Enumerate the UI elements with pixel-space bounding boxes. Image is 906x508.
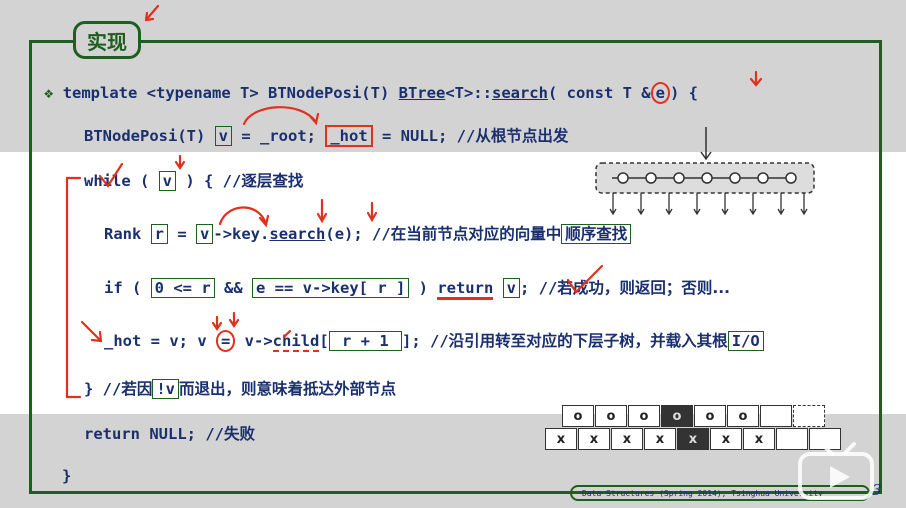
- node-cell: o: [595, 405, 627, 427]
- down-arrow-icon: [700, 127, 712, 161]
- node-cell: o: [562, 405, 594, 427]
- code-line-4: Rank r = v->key.search(e); //在当前节点对应的向量中…: [104, 223, 632, 245]
- index-box: r + 1: [328, 331, 402, 351]
- node-cell: [760, 405, 792, 427]
- cond2-box: e == v->key[ r ]: [252, 278, 410, 298]
- leaf-cell: x: [611, 428, 643, 450]
- leaf-cell: [776, 428, 808, 450]
- param-e: e: [650, 82, 670, 104]
- leaf-cell: x: [644, 428, 676, 450]
- mark-search-arrow: [316, 198, 328, 224]
- node-cell-current: o: [661, 405, 693, 427]
- return-keyword: return: [437, 279, 494, 300]
- internal-node-row: o o o o o o: [562, 405, 826, 427]
- footer-caption: Data Structures (Spring 2014), Tsinghua …: [570, 485, 870, 501]
- band-mid: [0, 152, 906, 414]
- assign-circle: =: [215, 330, 236, 352]
- bullet-icon: ❖: [44, 84, 54, 102]
- page-number: 3: [872, 481, 882, 499]
- var-v-box: v: [196, 224, 214, 244]
- node-chain-diagram: [595, 127, 815, 216]
- mark-while-arrow: [174, 154, 186, 170]
- node-cell: [793, 405, 825, 427]
- node-cell: o: [727, 405, 759, 427]
- slide-title: 实现: [73, 21, 141, 59]
- var-v-box: v: [214, 126, 232, 146]
- code-line-9: }: [62, 467, 72, 485]
- mark-hot-arrow: [80, 320, 103, 343]
- code-line-3: while ( v ) { //逐层查找: [84, 171, 304, 191]
- code-line-5: if ( 0 <= r && e == v->key[ r ] ) return…: [104, 277, 730, 300]
- mark-e-arrow: [749, 70, 763, 87]
- not-v-box: !v: [152, 379, 180, 399]
- cond1-box: 0 <= r: [150, 278, 215, 298]
- mark-bracket: [65, 176, 82, 399]
- mark-while-tick: [98, 162, 124, 188]
- mark-v-to-key: [218, 206, 270, 228]
- code-line-8: return NULL; //失败: [84, 425, 255, 443]
- mark-v-to-hot: [242, 106, 320, 126]
- code-line-6: _hot = v; v = v->child[ r + 1 ]; //沿引用转至…: [104, 330, 764, 352]
- code-line-1: ❖ template <typename T> BTNodePosi(T) BT…: [44, 82, 698, 104]
- leaf-cell-current: x: [677, 428, 709, 450]
- external-node-row: x x x x x x x: [545, 428, 842, 450]
- var-v-box: v: [158, 171, 176, 191]
- var-v-box: v: [502, 278, 520, 298]
- hot-box: _hot: [325, 125, 373, 147]
- mark-title-arrow: [144, 4, 160, 22]
- sequential-search-box: 顺序查找: [561, 224, 632, 244]
- leaf-cell: x: [743, 428, 775, 450]
- code-line-2: BTNodePosi(T) v = _root; _hot = NULL; //…: [84, 125, 569, 147]
- video-player-logo-icon[interactable]: [792, 436, 882, 500]
- io-box: I/O: [727, 331, 764, 351]
- leaf-cell: x: [710, 428, 742, 450]
- mark-child-dash: [282, 329, 292, 339]
- mark-e-arrow2: [366, 201, 378, 223]
- leaf-cell: x: [545, 428, 577, 450]
- leaf-cell: x: [578, 428, 610, 450]
- mark-return-tick: [566, 264, 604, 294]
- slide-frame: [29, 40, 882, 494]
- node-cell: o: [694, 405, 726, 427]
- mark-child-arrow: [228, 311, 240, 328]
- mark-v-arrow: [211, 315, 223, 331]
- node-cell: o: [628, 405, 660, 427]
- var-r-box: r: [150, 224, 169, 244]
